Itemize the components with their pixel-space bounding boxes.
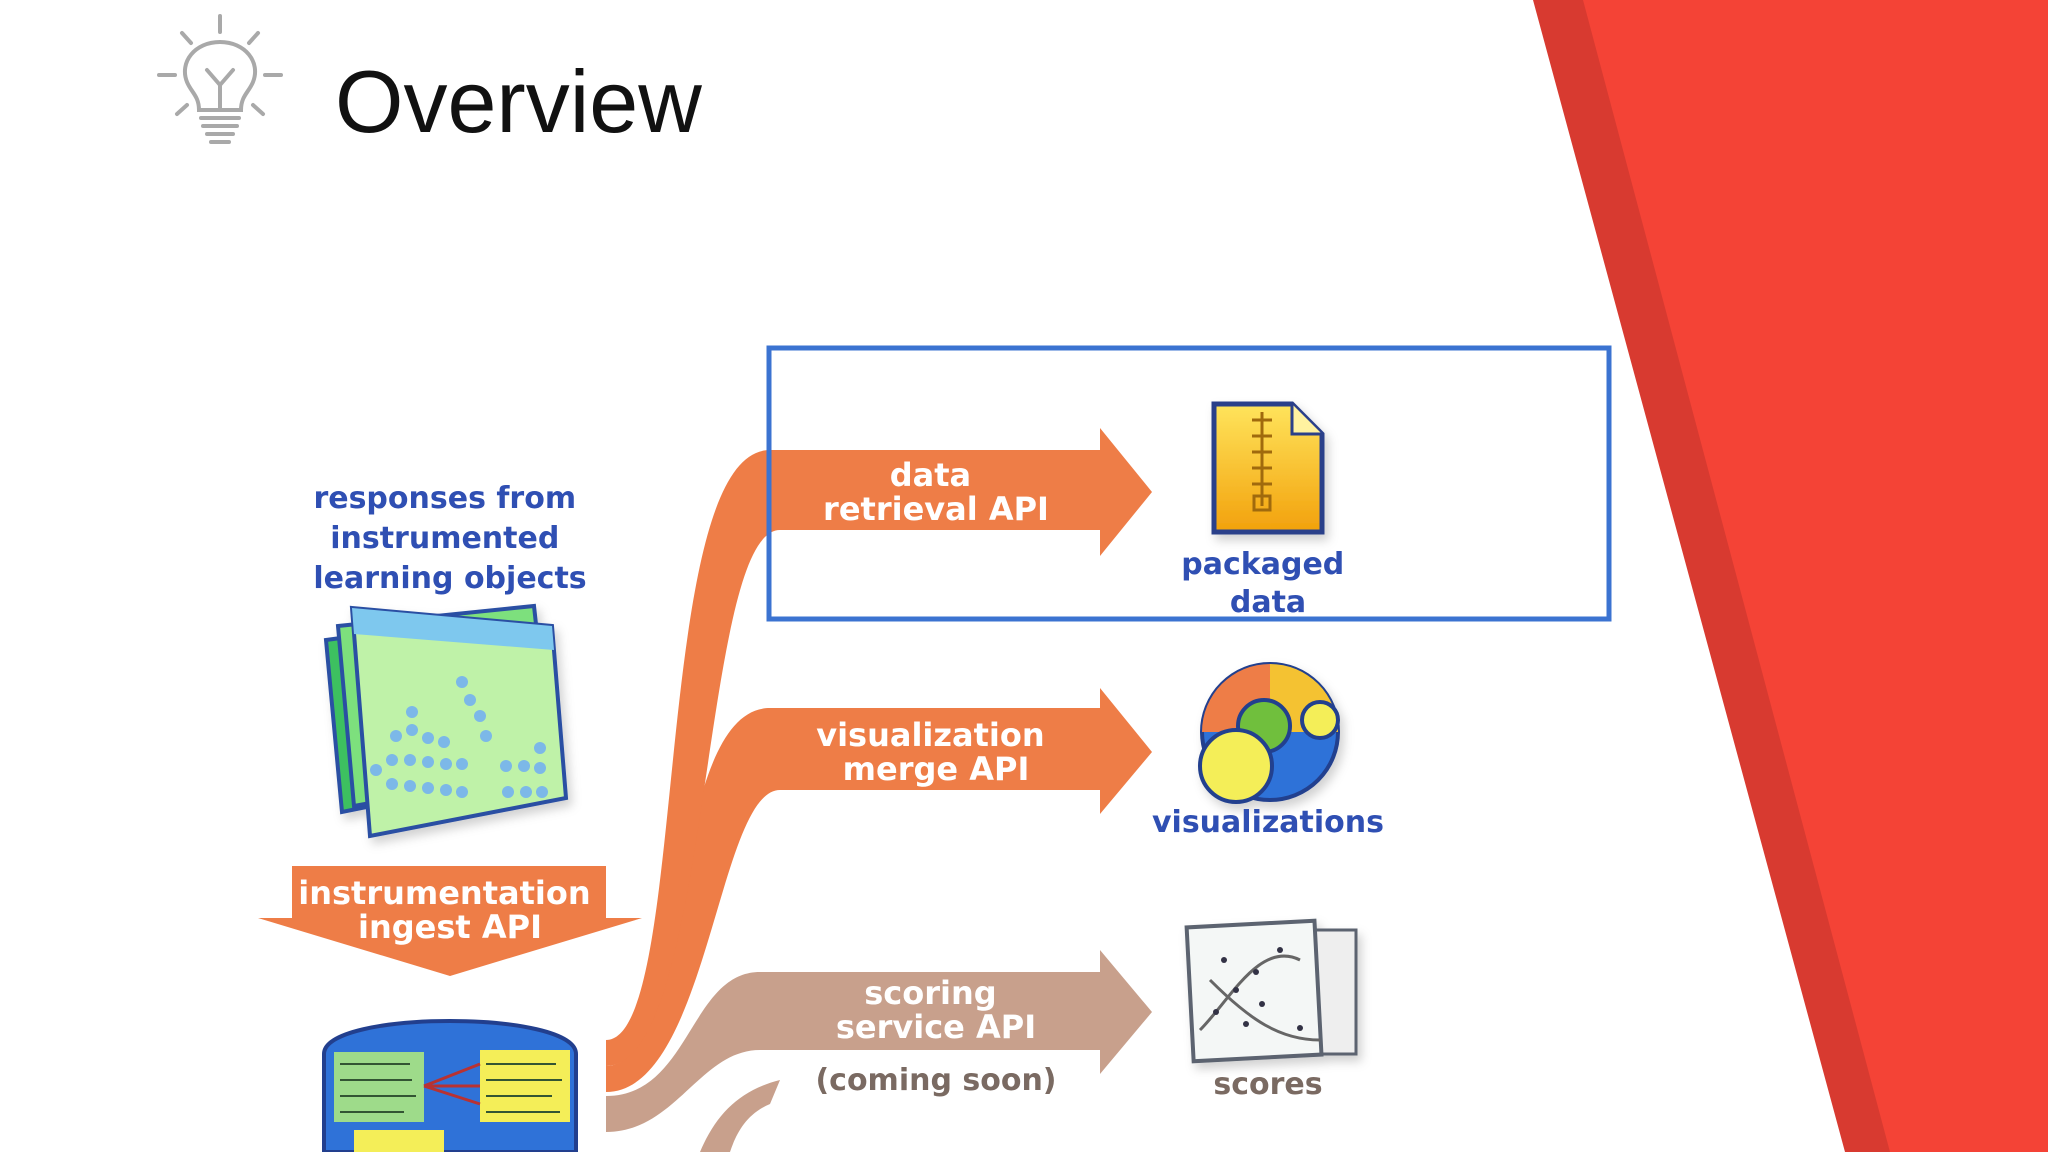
ingest-label-line: ingest API: [358, 908, 542, 946]
visualization-api-label: merge API: [843, 750, 1030, 788]
visualization-icon: [1198, 662, 1340, 804]
packaged-data-label: packaged: [1181, 547, 1344, 582]
scoring-api-label: scoring: [864, 974, 996, 1012]
visualization-flow: [606, 688, 1152, 1092]
svg-text:instrumentation ingest API: instrumentation ingest API: [298, 874, 602, 946]
svg-text:data retrieval API: data retrieval API: [823, 456, 1049, 528]
scoring-api-label: service API: [836, 1008, 1036, 1046]
source-label-line: instrumented: [330, 521, 559, 556]
visualizations-label: visualizations: [1152, 805, 1384, 840]
ingest-label-line: instrumentation: [298, 874, 590, 912]
packaged-data-label: data: [1230, 585, 1306, 620]
retrieval-flow: [606, 428, 1152, 1066]
ingest-arrow: [258, 866, 642, 976]
scores-label: scores: [1213, 1067, 1322, 1102]
accent-stripe: [1583, 0, 2048, 1152]
retrieval-api-label: retrieval API: [823, 490, 1049, 528]
svg-text:visualization merge API: visualization merge API: [816, 716, 1056, 788]
svg-text:responses from instrumente: responses from instrumented learning obj…: [313, 481, 586, 596]
retrieval-api-label: data: [890, 456, 971, 494]
source-label-line: learning objects: [313, 561, 586, 596]
zip-file-icon: [1211, 401, 1325, 535]
visualization-api-label: visualization: [816, 716, 1044, 754]
scoring-flow: [606, 950, 1152, 1132]
scatter-plot-icon: [1184, 918, 1358, 1064]
database-icon: [322, 1019, 578, 1152]
lightbulb-icon: [157, 14, 283, 144]
highlight-box: [766, 345, 1612, 622]
source-label-line: responses from: [313, 481, 576, 516]
coming-soon-note: (coming soon): [815, 1063, 1056, 1098]
svg-text:packaged data: packaged data: [1181, 547, 1354, 620]
scoring-flow-tail: [700, 1080, 780, 1152]
page-title: Overview: [335, 52, 702, 151]
learning-objects-icon: [323, 603, 569, 839]
svg-text:scoring service API: scoring service API: [836, 974, 1036, 1046]
